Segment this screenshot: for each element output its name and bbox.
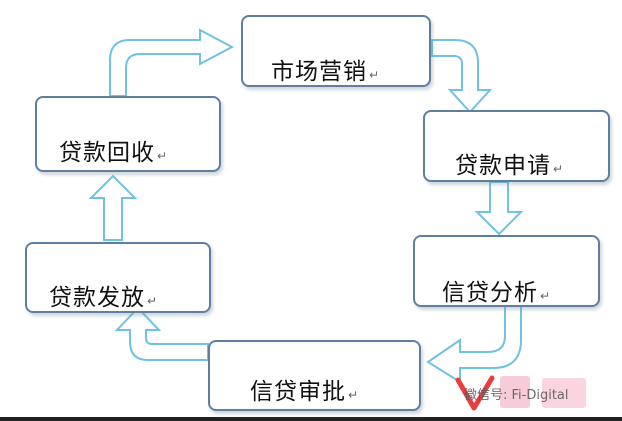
arrow-disbursement-to-collection [88, 174, 138, 241]
arrow-collection-to-marketing [109, 28, 235, 97]
paragraph-mark: ↵ [369, 68, 380, 82]
arrow-approval-to-disbursement [114, 306, 209, 361]
arrow-analysis-to-approval [426, 305, 522, 384]
paragraph-mark: ↵ [147, 294, 158, 308]
watermark: 微信号: Fi-Digital [452, 372, 612, 412]
paragraph-mark: ↵ [540, 289, 551, 303]
paragraph-mark: ↵ [348, 388, 359, 402]
node-analysis-label: 信贷分析↵ [442, 280, 551, 306]
arrow-application-to-analysis [474, 181, 524, 236]
node-application-label: 贷款申请↵ [455, 153, 564, 179]
watermark-text: 微信号: Fi-Digital [464, 388, 569, 403]
bottom-rule [0, 417, 622, 421]
node-application: 贷款申请↵ [423, 110, 610, 182]
node-approval: 信贷审批↵ [208, 340, 421, 411]
node-marketing: 市场营销↵ [241, 15, 431, 87]
node-analysis: 信贷分析↵ [413, 235, 600, 307]
node-disbursement: 贷款发放↵ [25, 242, 211, 313]
paragraph-mark: ↵ [553, 162, 564, 176]
node-collection-label: 贷款回收↵ [59, 140, 168, 166]
node-marketing-label: 市场营销↵ [271, 59, 380, 85]
arrow-marketing-to-application [431, 39, 493, 114]
node-approval-label: 信贷审批↵ [250, 379, 359, 405]
watermark-logo-icon [455, 375, 586, 411]
node-disbursement-label: 贷款发放↵ [49, 285, 158, 311]
paragraph-mark: ↵ [157, 149, 168, 163]
node-collection: 贷款回收↵ [35, 96, 221, 172]
